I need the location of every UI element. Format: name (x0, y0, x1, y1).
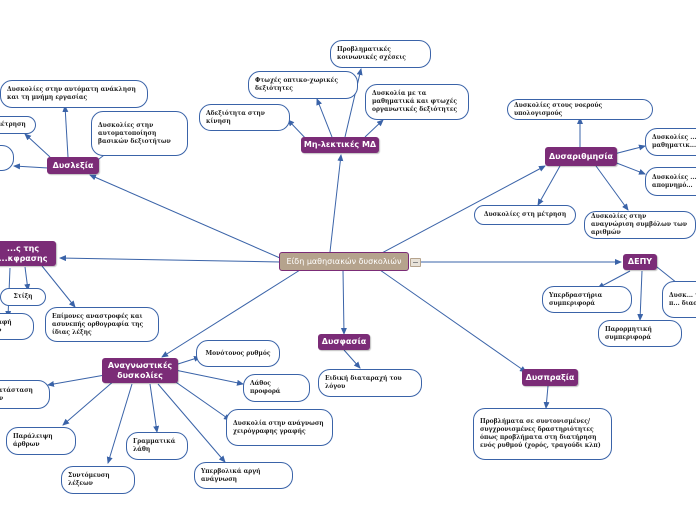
node-dysphasia-label: Δυσφασία (321, 337, 367, 346)
subtopic[interactable]: Δυσκολίες στη μέτρηση (474, 205, 576, 225)
subtopic-label: Στίξη (13, 293, 33, 300)
subtopic[interactable]: Προβλήματα σε συντονισμένες/ συγχρονισμέ… (473, 408, 612, 460)
subtopic[interactable]: Δυσκολία με τα μαθηματικά και φτωχές οργ… (365, 84, 469, 120)
node-nonverbal-label: Μη-λεκτικές ΜΔ (303, 140, 377, 149)
subtopic[interactable]: Ειδική διαταραχή του λόγου (318, 369, 422, 397)
subtopic-label: Δυσκολίες ... απομνημό... (652, 173, 696, 189)
subtopic[interactable]: Φτωχές οπτικο-χωρικές δεξιότητες (248, 71, 358, 99)
node-dyscalculia[interactable]: Δυσαριθμησία (545, 147, 617, 166)
node-dyspraxia-label: Δυσπραξία (525, 372, 575, 382)
subtopic[interactable]: ...κατάσταση ...ων (0, 380, 50, 409)
subtopic[interactable]: Δυσκολίες ... μαθηματικ... (645, 128, 696, 156)
subtopic-label: Δυσκολίες στην αναγνώριση συμβόλων των α… (591, 213, 688, 236)
subtopic-label: Προβληματικές κοινωνικές σχέσεις (337, 46, 406, 61)
subtopic[interactable]: Παράλειψη άρθρων (6, 427, 76, 455)
subtopic-label: Φτωχές οπτικο-χωρικές δεξιότητες (255, 77, 338, 92)
subtopic[interactable]: Προβληματικές κοινωνικές σχέσεις (330, 40, 431, 68)
subtopic-label: Δυσκολίες στην αυτοματοποίηση βασικών δε… (98, 121, 171, 145)
node-reading-label: Αναγνωστικές δυσκολίες (107, 360, 173, 380)
subtopic-label: ...κατάσταση ...ων (0, 386, 33, 402)
subtopic-label: Προβλήματα σε συντονισμένες/ συγχρονισμέ… (480, 418, 601, 449)
subtopic-label: Δυσκ... της π... διασπ... (669, 291, 696, 307)
node-dyscalculia-label: Δυσαριθμησία (548, 151, 614, 161)
subtopic-label: Δυσκολίες στην αυτόματη ανάκληση και τη … (7, 86, 136, 101)
subtopic-label: Ειδική διαταραχή του λόγου (325, 375, 402, 390)
node-expression-label: ...ς της ...κφρασης (0, 243, 48, 263)
subtopic[interactable]: Υπερδραστήρια συμπεριφορά (542, 286, 632, 313)
node-nonverbal[interactable]: Μη-λεκτικές ΜΔ (301, 137, 379, 153)
central-topic-label: Είδη μαθησιακών δυσκολιών (286, 257, 402, 266)
subtopic[interactable]: Δυσκολία στην ανάγνωση χειρόγραφης γραφή… (226, 409, 333, 446)
subtopic[interactable]: Δυσκ... της π... διασπ... (662, 281, 696, 318)
subtopic-label: Υπερδραστήρια συμπεριφορά (549, 291, 603, 307)
subtopic[interactable]: Μονότονος ρυθμός (196, 340, 280, 367)
subtopic-label: Υπερβολικά αργή ανάγνωση (201, 467, 261, 483)
subtopic[interactable]: Συντόμευση λέξεων (61, 466, 135, 494)
subtopic[interactable]: Δυσκολίες στους νοερούς υπολογισμούς (507, 99, 653, 120)
subtopic-label: Λάθος προφορά (250, 380, 281, 395)
subtopic-label: ...μέτρηση (0, 121, 26, 128)
subtopic-label: Δυσκολία στην ανάγνωση χειρόγραφης γραφή… (233, 419, 324, 435)
subtopic-label: Δυσκολίες ... μαθηματικ... (652, 134, 696, 149)
subtopic-label: Παρορμητική συμπεριφορά (605, 325, 652, 341)
subtopic-label: Συντόμευση λέξεων (68, 472, 110, 487)
subtopic-label: Δυσκολίες στους νοερούς υπολογισμούς (514, 101, 603, 117)
subtopic-label: ...ραφή ...ον (0, 318, 12, 334)
subtopic[interactable]: Στίξη (0, 288, 46, 306)
subtopic[interactable]: Παρορμητική συμπεριφορά (598, 320, 682, 347)
subtopic-label: Μονότονος ρυθμός (205, 349, 271, 357)
node-adhd-label: ΔΕΠΥ (627, 257, 653, 266)
subtopic[interactable]: Δυσκολίες στην αυτοματοποίηση βασικών δε… (91, 111, 188, 156)
node-dyslexia-label: Δυσλεξία (52, 160, 94, 170)
central-topic[interactable]: Είδη μαθησιακών δυσκολιών (279, 252, 409, 271)
subtopic[interactable]: Δυσκολίες στην αυτόματη ανάκληση και τη … (0, 80, 148, 108)
subtopic[interactable]: Λάθος προφορά (243, 374, 310, 402)
subtopic[interactable]: Γραμματικά λάθη (126, 432, 188, 460)
subtopic-label: Γραμματικά λάθη (133, 438, 176, 453)
subtopic-label: Παράλειψη άρθρων (13, 433, 53, 448)
subtopic[interactable]: ...μέτρηση (0, 116, 36, 134)
subtopic[interactable]: Δυσκολίες στην αναγνώριση συμβόλων των α… (584, 211, 696, 239)
subtopic-label: Επίμονες αναστροφές και ασυνεπής ορθογρα… (52, 312, 144, 336)
node-dyspraxia[interactable]: Δυσπραξία (522, 369, 578, 386)
subtopic[interactable]: Υπερβολικά αργή ανάγνωση (194, 462, 293, 489)
subtopic[interactable]: Επίμονες αναστροφές και ασυνεπής ορθογρα… (45, 307, 159, 342)
node-dyslexia[interactable]: Δυσλεξία (47, 157, 99, 174)
node-dysphasia[interactable]: Δυσφασία (318, 334, 370, 350)
subtopic[interactable]: Δυσκολίες ... απομνημό... (645, 167, 696, 196)
node-expression[interactable]: ...ς της ...κφρασης (0, 241, 56, 266)
node-reading[interactable]: Αναγνωστικές δυσκολίες (102, 358, 178, 383)
collapse-icon[interactable] (410, 258, 421, 267)
subtopic-label: Δυσκολίες στη μέτρηση (483, 211, 567, 218)
node-adhd[interactable]: ΔΕΠΥ (623, 254, 657, 270)
subtopic[interactable]: Αδεξιότητα στην κίνηση (199, 104, 290, 131)
subtopic-label: Αδεξιότητα στην κίνηση (206, 109, 265, 125)
subtopic-label: Δυσκολία με τα μαθηματικά και φτωχές οργ… (372, 90, 458, 113)
subtopic[interactable]: ...ραφή ...ον (0, 313, 34, 340)
